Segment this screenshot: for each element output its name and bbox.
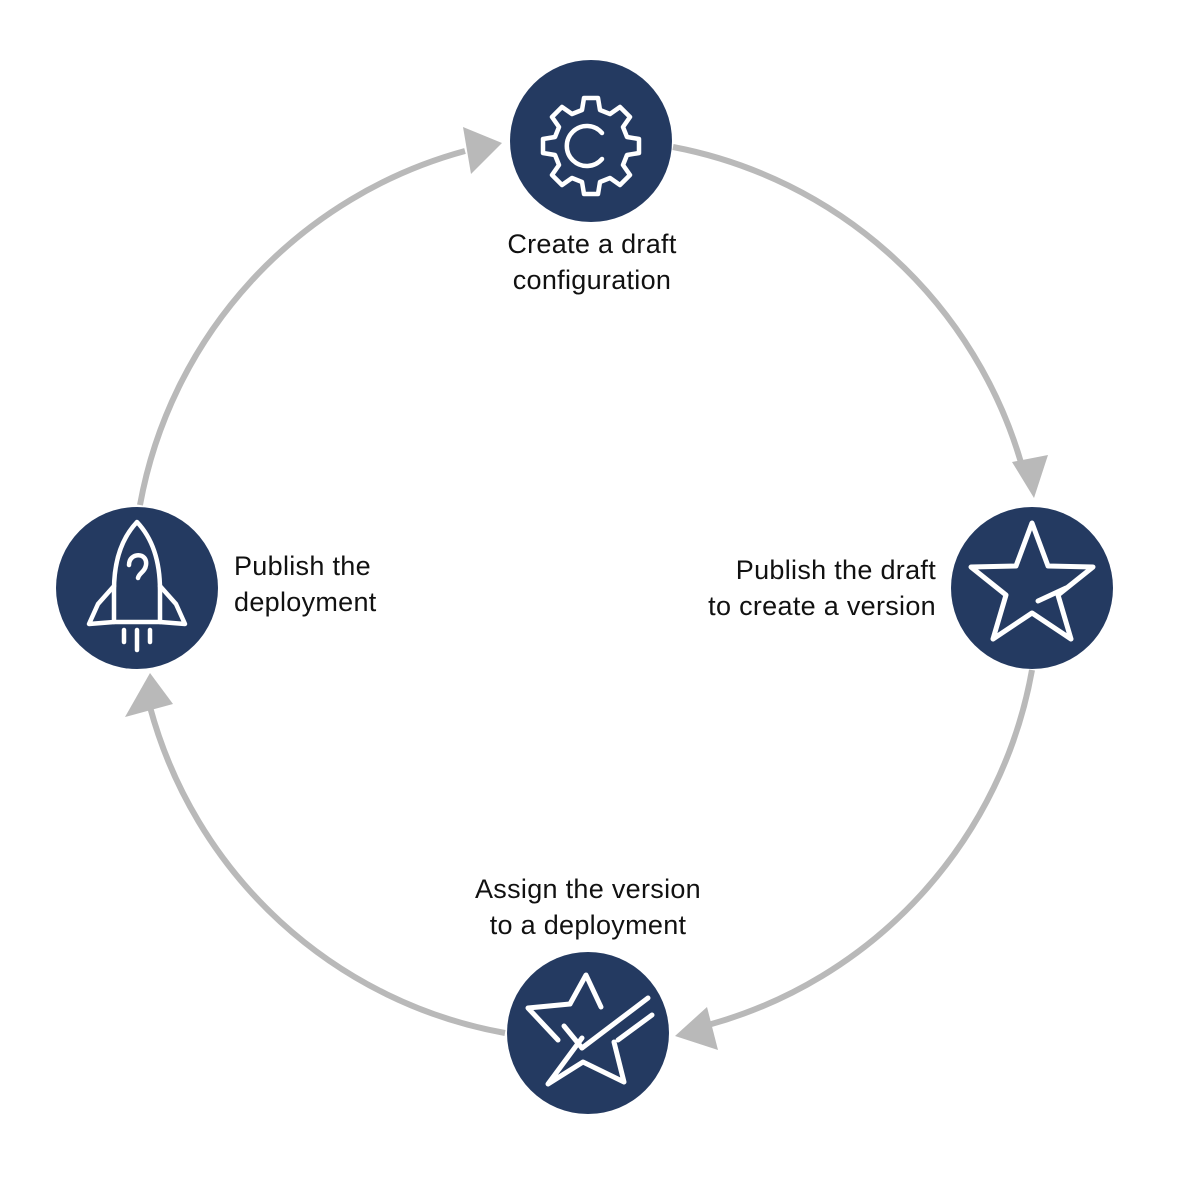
- connector-publish-deployment-to-create: [137, 148, 466, 506]
- label-line: deployment: [234, 587, 377, 617]
- label-line: to create a version: [708, 591, 936, 621]
- rocket-icon: [86, 519, 188, 653]
- label-line: Assign the version: [474, 874, 701, 904]
- connector-create-to-publish-draft: [672, 144, 1025, 467]
- arrowhead-to-create-draft: [463, 127, 502, 174]
- node-circle: [56, 507, 218, 669]
- connector-assign-to-publish-deployment: [147, 706, 506, 1036]
- node-circle: [951, 507, 1113, 669]
- gear-icon: [540, 95, 642, 197]
- arrowhead-to-publish-draft: [1012, 455, 1048, 498]
- step-label-assign-version: Assign the version to a deployment: [438, 871, 738, 943]
- label-line: Publish the: [234, 551, 371, 581]
- label-line: configuration: [512, 265, 672, 295]
- step-assign-version: [507, 952, 669, 1114]
- star-check-icon: [525, 972, 655, 1087]
- arrowhead-to-publish-deployment: [125, 673, 173, 717]
- step-label-publish-draft: Publish the draft to create a version: [636, 552, 936, 624]
- label-line: to a deployment: [489, 910, 687, 940]
- step-create-draft: [510, 60, 672, 222]
- step-publish-draft: [951, 507, 1113, 669]
- node-circle: [510, 60, 672, 222]
- step-publish-deployment: [56, 507, 218, 669]
- star-icon: [968, 520, 1096, 642]
- step-label-create-draft: Create a draft configuration: [442, 226, 742, 298]
- cycle-connectors: [137, 144, 1035, 1036]
- node-circle: [507, 952, 669, 1114]
- step-label-publish-deployment: Publish the deployment: [234, 548, 534, 620]
- arrowhead-to-assign-version: [675, 1007, 718, 1050]
- label-line: Publish the draft: [735, 555, 936, 585]
- connector-publish-draft-to-assign: [707, 669, 1035, 1028]
- cycle-arrowheads: [125, 127, 1048, 1050]
- label-line: Create a draft: [507, 229, 677, 259]
